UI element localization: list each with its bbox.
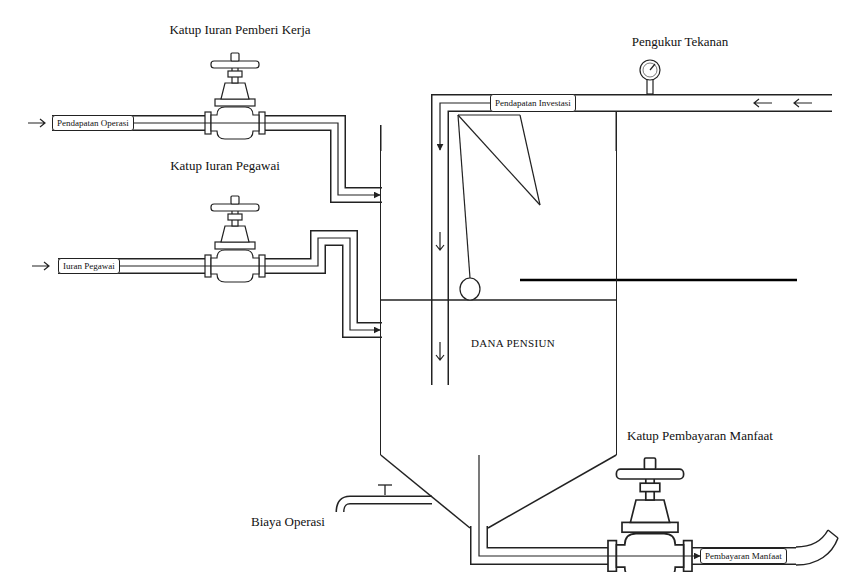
tank-wall bbox=[380, 125, 382, 151]
gauge-dial bbox=[640, 60, 660, 80]
tank-wall bbox=[616, 112, 618, 151]
outlet-spout bbox=[796, 530, 838, 565]
pipe-label-box: Pembayaran Manfaat bbox=[700, 548, 787, 564]
flow-arrow bbox=[754, 99, 772, 107]
pipe-label: Pendapatan Operasi bbox=[57, 117, 129, 129]
tank-outline bbox=[381, 112, 617, 528]
valve-symbol bbox=[608, 458, 692, 572]
lever bbox=[458, 114, 520, 115]
tap-handle bbox=[378, 484, 392, 485]
part-label: Katup Iuran Pemberi Kerja bbox=[169, 22, 310, 38]
pipe-label-box: Pendapatan Operasi bbox=[52, 115, 134, 131]
spout bbox=[796, 530, 828, 547]
flow-arrow bbox=[32, 262, 49, 270]
tank-cone bbox=[381, 455, 470, 528]
pipe-label: Pembayaran Manfaat bbox=[705, 550, 782, 562]
part-label: Biaya Operasi bbox=[251, 514, 325, 530]
gauge-needle bbox=[650, 64, 655, 70]
flow-arrow bbox=[436, 232, 444, 250]
part-label: Pengukur Tekanan bbox=[632, 34, 729, 50]
part-label: Katup Pembayaran Manfaat bbox=[627, 428, 773, 444]
flow-connector bbox=[134, 123, 380, 195]
float-ball bbox=[460, 278, 480, 300]
lever bbox=[458, 115, 540, 205]
pipe-label-box: Iuran Pegawai bbox=[58, 258, 120, 274]
fund-tank: DANA PENSIUN bbox=[380, 150, 617, 455]
part-label: Katup Iuran Pegawai bbox=[170, 158, 280, 174]
pipe-interiors bbox=[52, 103, 834, 556]
flow-connector bbox=[479, 455, 700, 556]
flow-connector bbox=[440, 103, 490, 150]
spout bbox=[828, 530, 838, 538]
spout bbox=[796, 538, 838, 565]
tank-cone bbox=[488, 455, 616, 528]
drain-tap bbox=[378, 485, 392, 495]
valve-symbol bbox=[205, 196, 265, 282]
pipe bbox=[440, 103, 832, 385]
flow-arrow bbox=[28, 119, 45, 127]
fluid-level bbox=[381, 299, 616, 301]
gauge-ring bbox=[643, 63, 657, 77]
pipe bbox=[440, 103, 834, 386]
pipe-label: Pendapatan Investasi bbox=[495, 97, 571, 109]
flow-arrow bbox=[794, 99, 812, 107]
tank-title: DANA PENSIUN bbox=[471, 336, 555, 350]
flow-arrow bbox=[436, 342, 444, 360]
float-rod bbox=[458, 115, 470, 278]
valve-symbol bbox=[205, 53, 265, 139]
flow-connector bbox=[120, 238, 380, 330]
pipe bbox=[340, 500, 434, 513]
pipe-label-box: Pendapatan Investasi bbox=[490, 94, 576, 112]
pressure-gauge bbox=[640, 60, 660, 94]
pipe-label: Iuran Pegawai bbox=[63, 260, 115, 272]
flow-arrows bbox=[28, 99, 812, 360]
annotation-line bbox=[520, 279, 797, 282]
lever bbox=[520, 115, 540, 205]
gauge-stem bbox=[647, 79, 653, 94]
tap-stem bbox=[384, 485, 385, 495]
float-valve bbox=[458, 115, 540, 300]
